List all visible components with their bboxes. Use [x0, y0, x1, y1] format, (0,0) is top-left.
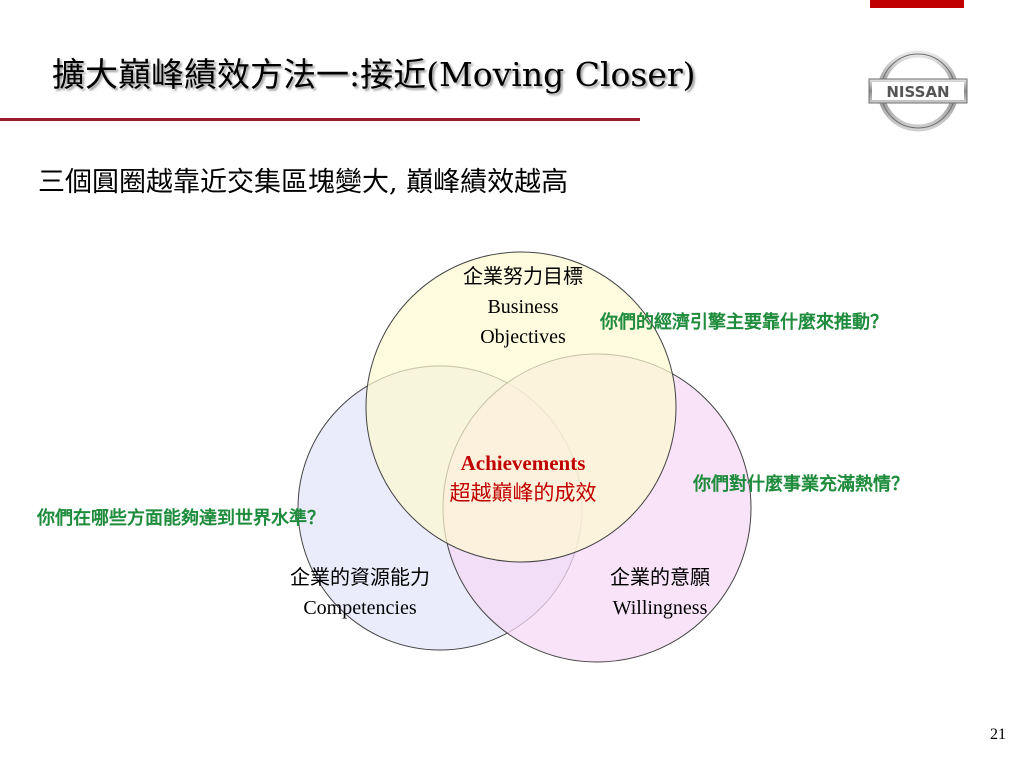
question-willingness: 你們對什麼事業充滿熱情？	[693, 474, 909, 495]
competencies-label: 企業的資源能力 Competencies	[290, 567, 430, 619]
slide-subtitle: 三個圓圈越靠近交集區塊變大, 巔峰績效越高	[38, 167, 569, 198]
page-number: 21	[990, 726, 1006, 743]
objectives-label: 企業努力目標 Business Objectives	[463, 266, 583, 348]
question-objectives: 你們的經濟引擎主要靠什麼來推動？	[600, 312, 888, 333]
slide-title: 擴大巔峰績效方法一:接近(Moving Closer)	[52, 55, 696, 94]
question-competencies: 你們在哪些方面能夠達到世界水準？	[37, 508, 325, 529]
nissan-logo-icon: NISSAN	[868, 50, 968, 132]
achievements-label: Achievements 超越巔峰的成效	[449, 451, 597, 505]
title-underline	[0, 118, 640, 121]
circle-objectives	[365, 251, 677, 563]
willingness-label: 企業的意願 Willingness	[610, 567, 710, 619]
logo-text: NISSAN	[886, 83, 949, 101]
top-accent-bar	[870, 0, 964, 8]
